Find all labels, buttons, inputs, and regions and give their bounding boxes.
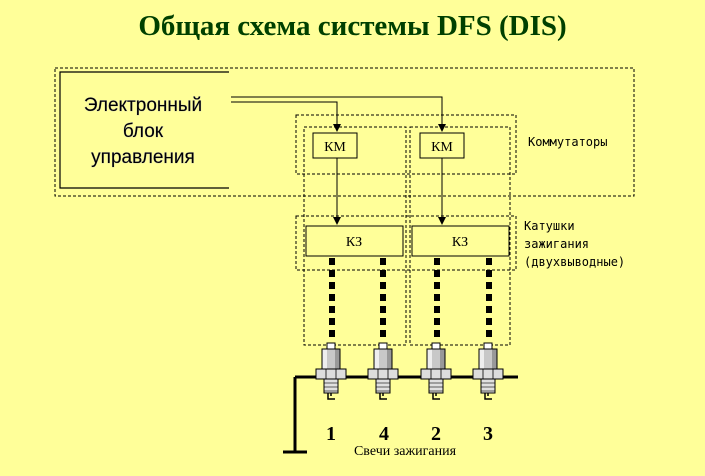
commutators-label: Коммутаторы [528,135,607,149]
coils-label-line3: (двухвыводные) [524,255,625,269]
commutator-label-2: КМ [431,140,453,155]
spark-plug-2 [420,342,452,400]
channel-column-2 [409,126,511,346]
commutator-group [295,114,517,175]
commutator-label-1: КМ [324,140,346,155]
spark-plug-1 [315,342,347,400]
coil-box-2 [411,225,510,257]
ecu-label-line3: управления [91,147,195,168]
ecu-label-line2: блок [123,121,164,142]
spark-plug-4 [367,342,399,400]
coils-label-line1: Катушки [524,219,575,233]
cylinder-number-2: 2 [431,423,441,445]
commutator-box-1 [312,132,358,159]
ecu-box [59,71,229,189]
system-boundary [54,67,635,197]
ecu-label-line1: Электронный [84,95,202,116]
signal-line-1 [231,101,341,132]
cylinder-number-1: 1 [326,423,336,445]
spark-plugs-label: Свечи зажигания [354,444,457,459]
high-voltage-wires [329,258,492,342]
coil-box-1 [305,225,404,257]
coil-label-2: КЗ [452,235,468,250]
cylinder-number-4: 4 [379,423,389,445]
coil-label-1: КЗ [346,235,362,250]
page-title: Общая схема системы DFS (DIS) [138,10,567,42]
cylinder-number-3: 3 [483,423,493,445]
spark-plug-3 [472,342,504,400]
coil-group [295,215,517,271]
coils-label-line2: зажигания [524,237,589,251]
signal-line-2 [231,96,446,132]
commutator-box-2 [419,132,465,159]
channel-column-1 [303,126,407,346]
